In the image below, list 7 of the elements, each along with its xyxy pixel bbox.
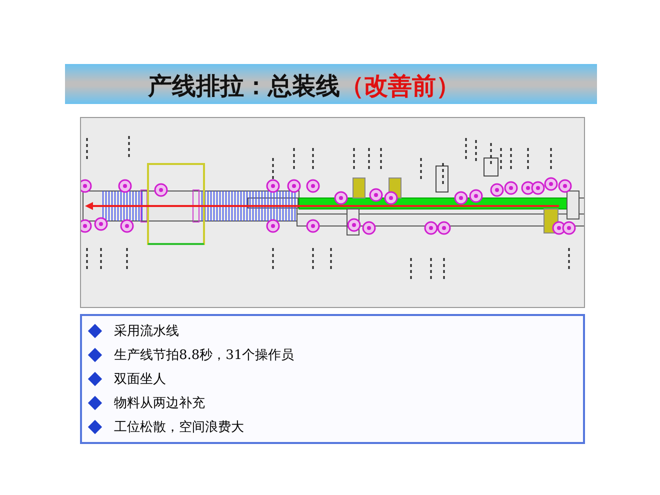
bullet-text: 生产线节拍8.8秒，31个操作员 <box>114 347 294 364</box>
title: 产线排拉：总装线 <box>148 71 340 100</box>
bullet-text: 工位松散，空间浪费大 <box>114 419 244 436</box>
status-note: （改善前） <box>340 71 460 100</box>
bullet-text: 物料从两边补充 <box>114 395 205 412</box>
bullet-text: 双面坐人 <box>114 371 166 388</box>
bullet-text: 采用流水线 <box>114 323 179 340</box>
